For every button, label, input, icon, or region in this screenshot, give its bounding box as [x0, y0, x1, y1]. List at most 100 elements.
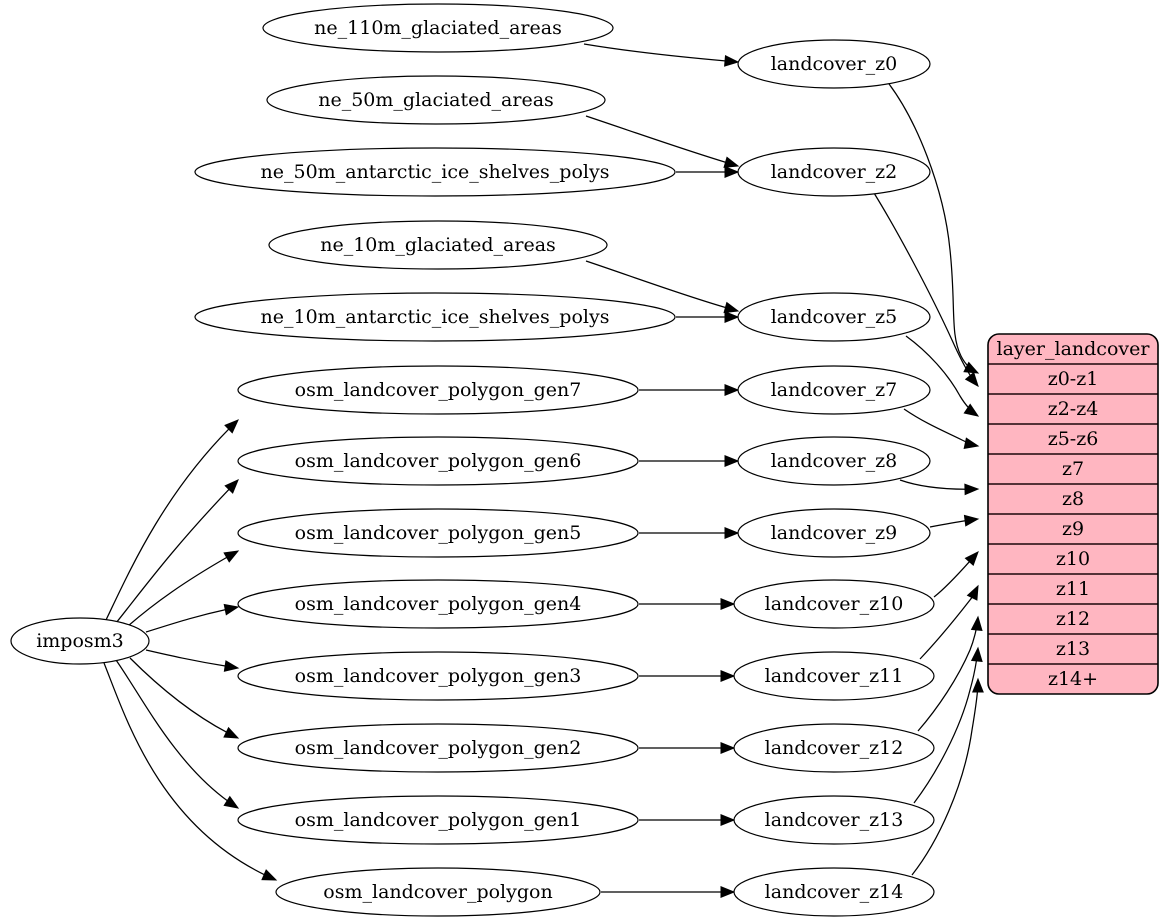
table-row-z11[interactable] [988, 574, 1158, 604]
node-osm_landcover_polygon_gen2[interactable]: osm_landcover_polygon_gen2 [237, 723, 639, 773]
node-osm_landcover_polygon[interactable]: osm_landcover_polygon [275, 867, 601, 917]
node-imposm3[interactable]: imposm3 [10, 617, 150, 665]
node-label-landcover_z13: landcover_z13 [765, 809, 904, 831]
node-label-osm_landcover_polygon_gen4: osm_landcover_polygon_gen4 [295, 593, 582, 615]
edge-osm_landcover_polygon-to-landcover_z14 [600, 886, 736, 898]
edge-osm_landcover_polygon_gen2-to-landcover_z12 [638, 742, 736, 754]
node-ellipse-osm_landcover_polygon_gen5[interactable] [237, 508, 639, 558]
node-ellipse-ne_110m_glaciated_areas[interactable] [262, 3, 614, 53]
node-landcover_z10[interactable]: landcover_z10 [733, 579, 935, 629]
node-ellipse-osm_landcover_polygon_gen1[interactable] [237, 795, 639, 845]
node-landcover_z2[interactable]: landcover_z2 [737, 147, 931, 197]
node-ellipse-landcover_z2[interactable] [737, 147, 931, 197]
edge-landcover_z5-to-row_z5-z6 [905, 335, 980, 417]
edge-landcover_z8-to-row_z8 [899, 479, 980, 496]
table-row-z10[interactable] [988, 544, 1158, 574]
node-ellipse-osm_landcover_polygon_gen4[interactable] [237, 579, 639, 629]
table-row-z14+[interactable] [988, 664, 1158, 694]
node-landcover_z12[interactable]: landcover_z12 [733, 723, 935, 773]
node-label-landcover_z11: landcover_z11 [765, 665, 904, 687]
node-ne_50m_antarctic_ice_shelves_polys[interactable]: ne_50m_antarctic_ice_shelves_polys [194, 147, 676, 197]
node-ellipse-imposm3[interactable] [10, 617, 150, 665]
node-landcover_z5[interactable]: landcover_z5 [737, 292, 931, 342]
table-row-z12[interactable] [988, 604, 1158, 634]
node-landcover_z11[interactable]: landcover_z11 [733, 651, 935, 701]
node-landcover_z14[interactable]: landcover_z14 [733, 867, 935, 917]
node-ellipse-ne_10m_antarctic_ice_shelves_polys[interactable] [194, 292, 676, 342]
node-landcover_z13[interactable]: landcover_z13 [733, 795, 935, 845]
node-landcover_z8[interactable]: landcover_z8 [737, 436, 931, 486]
arrowhead-icon [724, 384, 740, 396]
node-label-landcover_z8: landcover_z8 [771, 450, 898, 472]
node-ellipse-landcover_z8[interactable] [737, 436, 931, 486]
node-landcover_z9[interactable]: landcover_z9 [737, 508, 931, 558]
table-row-z2-z4[interactable] [988, 394, 1158, 424]
node-ellipse-landcover_z12[interactable] [733, 723, 935, 773]
node-ellipse-osm_landcover_polygon[interactable] [275, 867, 601, 917]
edge-imposm3-to-osm_landcover_polygon_gen6 [115, 479, 239, 624]
edge-osm_landcover_polygon_gen5-to-landcover_z9 [639, 527, 740, 539]
node-osm_landcover_polygon_gen7[interactable]: osm_landcover_polygon_gen7 [237, 365, 639, 415]
arrowhead-icon [970, 646, 983, 662]
node-ellipse-osm_landcover_polygon_gen2[interactable] [237, 723, 639, 773]
edge-imposm3-to-osm_landcover_polygon_gen4 [145, 603, 240, 633]
node-ellipse-osm_landcover_polygon_gen7[interactable] [237, 365, 639, 415]
table-row-label-z5-z6: z5-z6 [1048, 428, 1099, 450]
node-landcover_z7[interactable]: landcover_z7 [737, 365, 931, 415]
edge-imposm3-to-osm_landcover_polygon_gen7 [105, 419, 239, 621]
node-label-ne_50m_glaciated_areas: ne_50m_glaciated_areas [318, 89, 554, 111]
arrowhead-icon [964, 371, 979, 388]
arrowhead-icon [223, 603, 240, 616]
node-ne_110m_glaciated_areas[interactable]: ne_110m_glaciated_areas [262, 3, 614, 53]
node-osm_landcover_polygon_gen3[interactable]: osm_landcover_polygon_gen3 [237, 651, 639, 701]
node-label-osm_landcover_polygon_gen1: osm_landcover_polygon_gen1 [295, 809, 582, 831]
node-label-landcover_z10: landcover_z10 [765, 593, 904, 615]
node-ne_50m_glaciated_areas[interactable]: ne_50m_glaciated_areas [266, 75, 606, 125]
node-label-osm_landcover_polygon_gen5: osm_landcover_polygon_gen5 [295, 522, 582, 544]
table-row-z0-z1[interactable] [988, 364, 1158, 394]
edge-landcover_z9-to-row_z9 [929, 514, 980, 528]
node-label-ne_50m_antarctic_ice_shelves_polys: ne_50m_antarctic_ice_shelves_polys [261, 161, 610, 183]
nodes-layer: imposm3 ne_110m_glaciated_areas ne_50m_gla… [10, 3, 935, 917]
node-ellipse-landcover_z5[interactable] [737, 292, 931, 342]
edge-landcover_z14-to-row_z14+ [911, 677, 984, 876]
table-row-z13[interactable] [988, 634, 1158, 664]
node-osm_landcover_polygon_gen6[interactable]: osm_landcover_polygon_gen6 [237, 436, 639, 486]
edge-landcover_z11-to-row_z11 [919, 584, 979, 660]
node-ellipse-osm_landcover_polygon_gen3[interactable] [237, 651, 639, 701]
table-row-label-z14+: z14+ [1048, 668, 1098, 690]
edge-ne_10m_glaciated_areas-to-landcover_z5 [585, 260, 740, 314]
node-ellipse-ne_50m_glaciated_areas[interactable] [266, 75, 606, 125]
arrowhead-icon [224, 479, 239, 494]
node-ne_10m_glaciated_areas[interactable]: ne_10m_glaciated_areas [268, 220, 608, 270]
node-ellipse-landcover_z13[interactable] [733, 795, 935, 845]
edge-imposm3-to-osm_landcover_polygon [103, 662, 278, 881]
node-ellipse-landcover_z10[interactable] [733, 579, 935, 629]
node-osm_landcover_polygon_gen1[interactable]: osm_landcover_polygon_gen1 [237, 795, 639, 845]
edge-ne_50m_antarctic_ice_shelves_polys-to-landcover_z2 [675, 166, 740, 178]
node-ellipse-ne_10m_glaciated_areas[interactable] [268, 220, 608, 270]
node-ellipse-landcover_z14[interactable] [733, 867, 935, 917]
node-ne_10m_antarctic_ice_shelves_polys[interactable]: ne_10m_antarctic_ice_shelves_polys [194, 292, 676, 342]
node-ellipse-landcover_z9[interactable] [737, 508, 931, 558]
node-ellipse-landcover_z0[interactable] [737, 39, 931, 89]
node-landcover_z0[interactable]: landcover_z0 [737, 39, 931, 89]
table-row-z7[interactable] [988, 454, 1158, 484]
layer-landcover-table[interactable]: z0-z1z2-z4z5-z6z7z8z9z10z11z12z13z14+lay… [987, 333, 1159, 695]
table-row-z8[interactable] [988, 484, 1158, 514]
edge-ne_110m_glaciated_areas-to-landcover_z0 [583, 43, 740, 67]
table-row-z5-z6[interactable] [988, 424, 1158, 454]
table-row-label-z12: z12 [1056, 608, 1090, 630]
node-ellipse-landcover_z7[interactable] [737, 365, 931, 415]
table-row-z9[interactable] [988, 514, 1158, 544]
node-osm_landcover_polygon_gen5[interactable]: osm_landcover_polygon_gen5 [237, 508, 639, 558]
node-ellipse-landcover_z11[interactable] [733, 651, 935, 701]
arrowhead-icon [723, 301, 740, 314]
node-osm_landcover_polygon_gen4[interactable]: osm_landcover_polygon_gen4 [237, 579, 639, 629]
node-ellipse-osm_landcover_polygon_gen6[interactable] [237, 436, 639, 486]
node-label-landcover_z7: landcover_z7 [771, 379, 898, 401]
node-ellipse-ne_50m_antarctic_ice_shelves_polys[interactable] [194, 147, 676, 197]
node-label-ne_10m_glaciated_areas: ne_10m_glaciated_areas [320, 234, 556, 256]
arrowhead-icon [963, 437, 980, 450]
